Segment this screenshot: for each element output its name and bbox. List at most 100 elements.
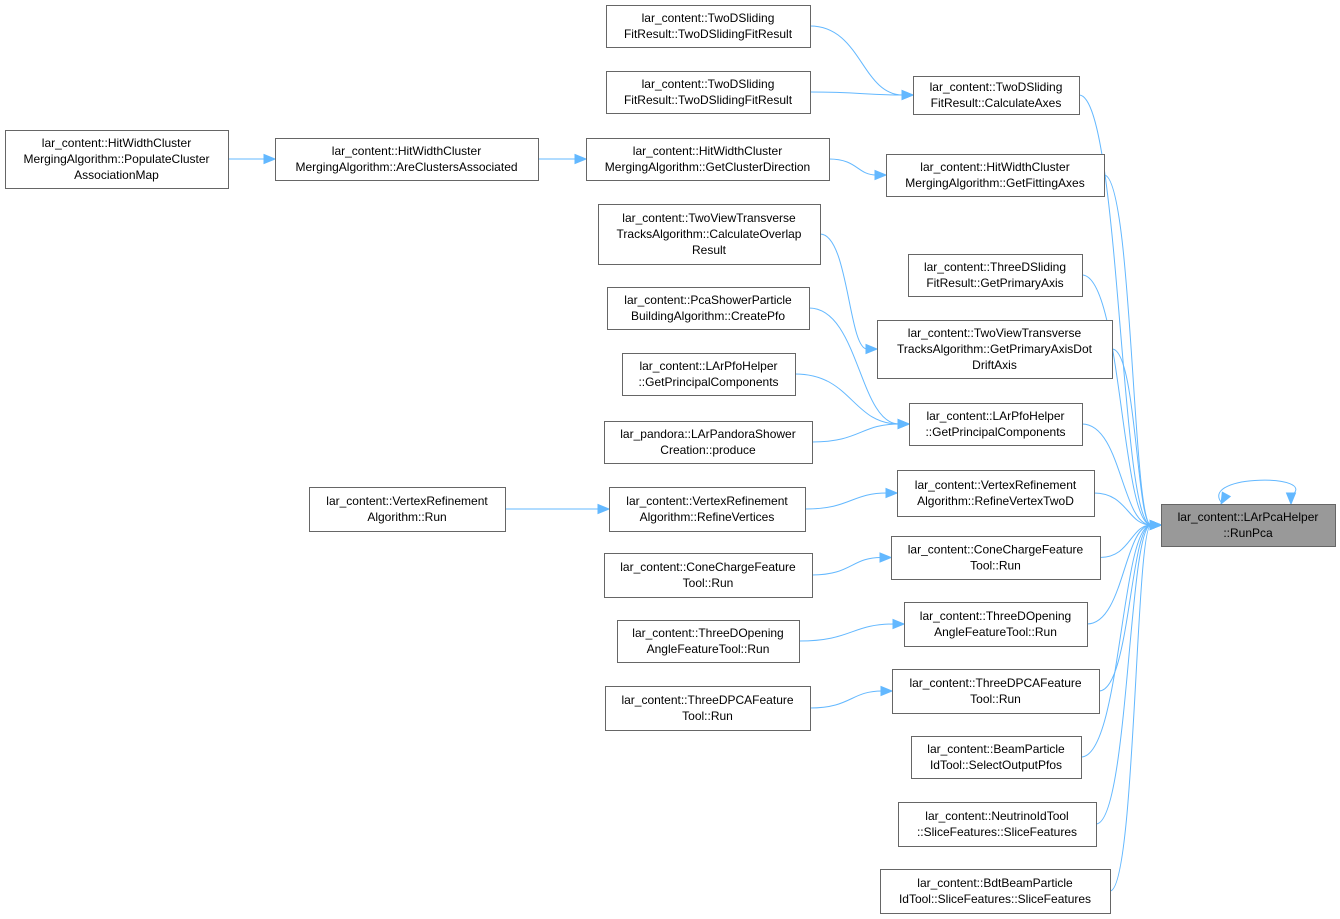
node-beamparticle[interactable]: lar_content::BeamParticleIdTool::SelectO… bbox=[911, 736, 1082, 779]
edge-arrowhead bbox=[865, 343, 879, 355]
node-neutrinoid[interactable]: lar_content::NeutrinoIdTool::SliceFeatur… bbox=[898, 802, 1097, 847]
node-label-line: Tool::Run bbox=[970, 559, 1021, 573]
node-label-line: Tool::Run bbox=[970, 692, 1021, 706]
node-label-line: lar_content::ThreeDOpening bbox=[920, 609, 1071, 623]
node-label-line: lar_content::VertexRefinement bbox=[915, 478, 1077, 492]
edge-neutrinoid-to-runpca bbox=[1095, 519, 1163, 825]
edge-line bbox=[1095, 524, 1152, 825]
node-getfitaxes[interactable]: lar_content::HitWidthClusterMergingAlgor… bbox=[886, 154, 1105, 197]
node-label-line: ::GetPrincipalComponents bbox=[925, 425, 1065, 439]
node-tdsfr2[interactable]: lar_content::TwoDSlidingFitResult::TwoDS… bbox=[606, 71, 811, 114]
node-pcashower[interactable]: lar_content::PcaShowerParticleBuildingAl… bbox=[607, 287, 810, 330]
node-getprincipal2[interactable]: lar_content::LArPfoHelper::GetPrincipalC… bbox=[909, 403, 1083, 446]
node-tvtgetprimary[interactable]: lar_content::TwoViewTransverseTracksAlgo… bbox=[877, 320, 1113, 379]
node-tvtcalcoverlap[interactable]: lar_content::TwoViewTransverseTracksAlgo… bbox=[598, 204, 821, 265]
node-label-line: MergingAlgorithm::GetFittingAxes bbox=[905, 176, 1084, 190]
node-label-line: lar_content::TwoViewTransverse bbox=[908, 326, 1082, 340]
node-pandorashower[interactable]: lar_pandora::LArPandoraShowerCreation::p… bbox=[604, 421, 813, 464]
node-label-line: Algorithm::RefineVertexTwoD bbox=[917, 494, 1074, 508]
edge-arrowhead bbox=[901, 89, 915, 101]
edge-line bbox=[808, 307, 900, 425]
edge-arrowhead bbox=[574, 153, 588, 165]
edge-line bbox=[804, 492, 888, 510]
edge-vrarun-to-refinevertices bbox=[504, 503, 611, 515]
edge-arrowhead bbox=[263, 153, 277, 165]
node-box bbox=[607, 287, 810, 330]
node-tdsfr1[interactable]: lar_content::TwoDSlidingFitResult::TwoDS… bbox=[606, 5, 811, 48]
node-label-line: lar_content::ConeChargeFeature bbox=[908, 543, 1084, 557]
node-getclusterdir[interactable]: lar_content::HitWidthClusterMergingAlgor… bbox=[586, 138, 830, 181]
node-box bbox=[605, 686, 811, 731]
node-vrarun[interactable]: lar_content::VertexRefinementAlgorithm::… bbox=[309, 487, 506, 532]
edge-line bbox=[1098, 524, 1152, 692]
edge-line bbox=[811, 423, 900, 443]
node-label-line: lar_content::HitWidthCluster bbox=[920, 160, 1069, 174]
node-box bbox=[909, 403, 1083, 446]
node-label-line: lar_content::LArPcaHelper bbox=[1178, 510, 1319, 524]
node-threedopening2[interactable]: lar_content::ThreeDOpeningAngleFeatureTo… bbox=[904, 602, 1088, 647]
edge-conecharge1-to-conecharge2 bbox=[811, 552, 893, 576]
node-label-line: lar_content::NeutrinoIdTool bbox=[925, 809, 1068, 823]
node-box bbox=[886, 154, 1105, 197]
node-runpca[interactable]: lar_content::LArPcaHelper::RunPca bbox=[1161, 504, 1336, 547]
node-label-line: lar_content::HitWidthCluster bbox=[42, 136, 191, 150]
node-label-line: Result bbox=[692, 243, 727, 257]
node-getprimaryaxis[interactable]: lar_content::ThreeDSlidingFitResult::Get… bbox=[908, 254, 1083, 297]
node-label-line: Tool::Run bbox=[682, 709, 733, 723]
edge-line bbox=[811, 557, 882, 576]
edge-getclusterdir-to-getfitaxes bbox=[828, 158, 888, 181]
edge-populate-to-areassoc bbox=[228, 153, 277, 165]
node-label-line: lar_content::ThreeDPCAFeature bbox=[909, 676, 1081, 690]
edge-arrowhead bbox=[1149, 519, 1163, 531]
node-box bbox=[880, 869, 1111, 914]
node-box bbox=[598, 204, 821, 265]
edge-line bbox=[1099, 524, 1152, 558]
node-getprincipal1[interactable]: lar_content::LArPfoHelper::GetPrincipalC… bbox=[622, 353, 796, 396]
edge-line bbox=[1081, 423, 1152, 526]
node-calcaxes[interactable]: lar_content::TwoDSlidingFitResult::Calcu… bbox=[913, 76, 1080, 115]
edge-arrowhead bbox=[885, 487, 899, 499]
node-box bbox=[586, 138, 830, 181]
node-label-line: lar_content::TwoDSliding bbox=[930, 80, 1063, 94]
node-populate[interactable]: lar_content::HitWidthClusterMergingAlgor… bbox=[5, 130, 229, 189]
edge-line bbox=[1093, 492, 1152, 526]
node-label-line: FitResult::GetPrimaryAxis bbox=[926, 276, 1063, 290]
edge-runpca-to-runpca bbox=[1218, 479, 1297, 506]
edge-arrowhead bbox=[879, 552, 893, 563]
node-bdtbeam[interactable]: lar_content::BdtBeamParticleIdTool::Slic… bbox=[880, 869, 1111, 914]
node-label-line: Creation::produce bbox=[660, 443, 756, 457]
node-box bbox=[309, 487, 506, 532]
node-box bbox=[275, 138, 539, 181]
node-label-line: lar_content::ConeChargeFeature bbox=[620, 560, 796, 574]
node-areassoc[interactable]: lar_content::HitWidthClusterMergingAlgor… bbox=[275, 138, 539, 181]
node-refinevertextwod[interactable]: lar_content::VertexRefinementAlgorithm::… bbox=[897, 470, 1095, 517]
node-box bbox=[908, 254, 1083, 297]
node-label-line: lar_content::ThreeDSliding bbox=[924, 260, 1066, 274]
node-label-line: AngleFeatureTool::Run bbox=[934, 625, 1057, 639]
node-label-line: BuildingAlgorithm::CreatePfo bbox=[631, 309, 785, 323]
node-box bbox=[892, 669, 1100, 714]
node-label-line: lar_pandora::LArPandoraShower bbox=[620, 427, 795, 441]
node-box bbox=[5, 130, 229, 189]
node-label-line: Algorithm::RefineVertices bbox=[640, 510, 775, 524]
node-label-line: lar_content::HitWidthCluster bbox=[633, 144, 782, 158]
node-label-line: lar_content::VertexRefinement bbox=[626, 494, 788, 508]
node-box bbox=[904, 602, 1088, 647]
node-label-line: ::SliceFeatures::SliceFeatures bbox=[917, 825, 1077, 839]
node-label-line: Tool::Run bbox=[683, 576, 734, 590]
edge-line bbox=[794, 373, 900, 425]
edge-getprincipal1-to-getprincipal2 bbox=[794, 373, 911, 430]
edge-arrowhead bbox=[892, 618, 906, 630]
edge-arrowhead bbox=[897, 418, 911, 430]
node-box bbox=[913, 76, 1080, 115]
node-label-line: ::RunPca bbox=[1223, 526, 1273, 540]
node-threedopening1[interactable]: lar_content::ThreeDOpeningAngleFeatureTo… bbox=[617, 620, 800, 663]
edge-tdsfr2-to-calcaxes bbox=[809, 89, 915, 101]
node-refinevertices[interactable]: lar_content::VertexRefinementAlgorithm::… bbox=[609, 487, 806, 532]
edge-areassoc-to-getclusterdir bbox=[538, 153, 588, 165]
